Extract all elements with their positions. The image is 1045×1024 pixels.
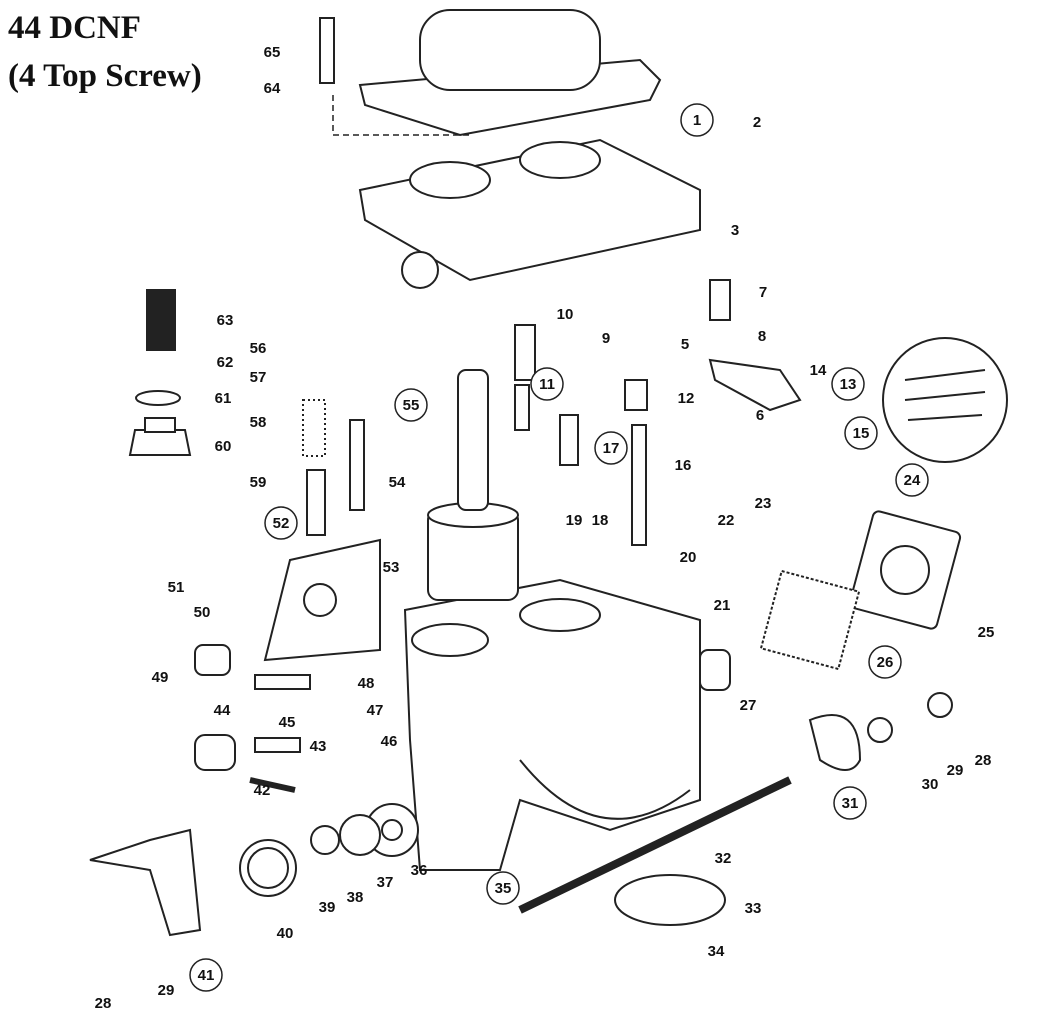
part-callout-20: 20 [680, 549, 697, 566]
callout-circle [394, 388, 428, 422]
part-callout-11: 11 [539, 376, 555, 393]
callout-circle [530, 367, 564, 401]
part-callout-56: 56 [250, 340, 267, 357]
part-callout-65: 65 [264, 44, 281, 61]
part-callout-64: 64 [264, 80, 281, 97]
part-callout-36: 36 [411, 862, 428, 879]
part-callout-29: 29 [158, 982, 175, 999]
throttle-lever [89, 828, 202, 937]
diagram-subtitle: (4 Top Screw) [8, 58, 202, 94]
part-callout-40: 40 [277, 925, 294, 942]
part-callout-14: 14 [810, 362, 827, 379]
part-callout-3: 3 [731, 222, 739, 239]
part-callout-21: 21 [714, 597, 731, 614]
diagram-title: 44 DCNF [8, 10, 141, 46]
carburetor-body [403, 578, 701, 871]
part-callout-10: 10 [557, 306, 574, 323]
throttle-shaft [518, 776, 792, 914]
callout-circle [264, 506, 298, 540]
part-callout-31: 31 [842, 795, 859, 812]
throttle-plate [614, 874, 726, 926]
part-callout-23: 23 [755, 495, 772, 512]
part-callout-53: 53 [383, 559, 400, 576]
part-callout-7: 7 [759, 284, 767, 301]
part-callout-24: 24 [904, 472, 921, 489]
spring [239, 839, 297, 897]
part-callout-37: 37 [377, 874, 394, 891]
part-callout-8: 8 [758, 328, 766, 345]
part-callout-47: 47 [367, 702, 384, 719]
part-callout-1: 1 [693, 112, 701, 129]
part-callout-50: 50 [194, 604, 211, 621]
part-callout-46: 46 [381, 733, 398, 750]
part-callout-33: 33 [745, 900, 762, 917]
part-callout-15: 15 [853, 425, 870, 442]
part-callout-55: 55 [403, 397, 420, 414]
callout-circle [844, 416, 878, 450]
filter-sleeve [146, 289, 176, 351]
gasket [759, 569, 861, 671]
part-callout-13: 13 [840, 376, 857, 393]
part-callout-2: 2 [753, 114, 761, 131]
part-callout-34: 34 [708, 943, 725, 960]
part-callout-16: 16 [675, 457, 692, 474]
part-callout-49: 49 [152, 669, 169, 686]
part-callout-22: 22 [718, 512, 735, 529]
part-callout-44: 44 [214, 702, 231, 719]
part-callout-26: 26 [877, 654, 894, 671]
part-callout-12: 12 [678, 390, 695, 407]
part-callout-32: 32 [715, 850, 732, 867]
part-callout-9: 9 [602, 330, 610, 347]
fuel-inlet [401, 251, 439, 289]
part-callout-18: 18 [592, 512, 609, 529]
part-callout-28: 28 [975, 752, 992, 769]
part-callout-29: 29 [947, 762, 964, 779]
callout-circle [594, 431, 628, 465]
callout-circle [831, 367, 865, 401]
progression-lever [808, 714, 862, 771]
air-filter-cap [882, 337, 1008, 463]
part-callout-54: 54 [389, 474, 406, 491]
part-callout-27: 27 [740, 697, 757, 714]
part-callout-45: 45 [279, 714, 296, 731]
part-callout-28: 28 [95, 995, 112, 1012]
callout-circle [680, 103, 714, 137]
part-callout-30: 30 [922, 776, 939, 793]
callout-circle [895, 463, 929, 497]
part-callout-60: 60 [215, 438, 232, 455]
callout-circle [868, 645, 902, 679]
part-callout-42: 42 [254, 782, 271, 799]
callout-circle [189, 958, 223, 992]
part-callout-52: 52 [273, 515, 290, 532]
callout-circle [486, 871, 520, 905]
part-callout-39: 39 [319, 899, 336, 916]
part-callout-58: 58 [250, 414, 267, 431]
part-callout-59: 59 [250, 474, 267, 491]
part-callout-62: 62 [217, 354, 234, 371]
callout-circle [833, 786, 867, 820]
emulsion-tube [457, 369, 489, 511]
air-horn-throat [419, 9, 601, 91]
part-callout-5: 5 [681, 336, 689, 353]
part-callout-51: 51 [168, 579, 185, 596]
part-callout-61: 61 [215, 390, 232, 407]
part-callout-6: 6 [756, 407, 764, 424]
part-callout-48: 48 [358, 675, 375, 692]
part-callout-25: 25 [978, 624, 995, 641]
part-callout-35: 35 [495, 880, 512, 897]
part-callout-57: 57 [250, 369, 267, 386]
part-callout-17: 17 [603, 440, 620, 457]
part-callout-43: 43 [310, 738, 327, 755]
part-callout-63: 63 [217, 312, 234, 329]
part-callout-41: 41 [198, 967, 215, 984]
part-callout-19: 19 [566, 512, 583, 529]
part-callout-38: 38 [347, 889, 364, 906]
